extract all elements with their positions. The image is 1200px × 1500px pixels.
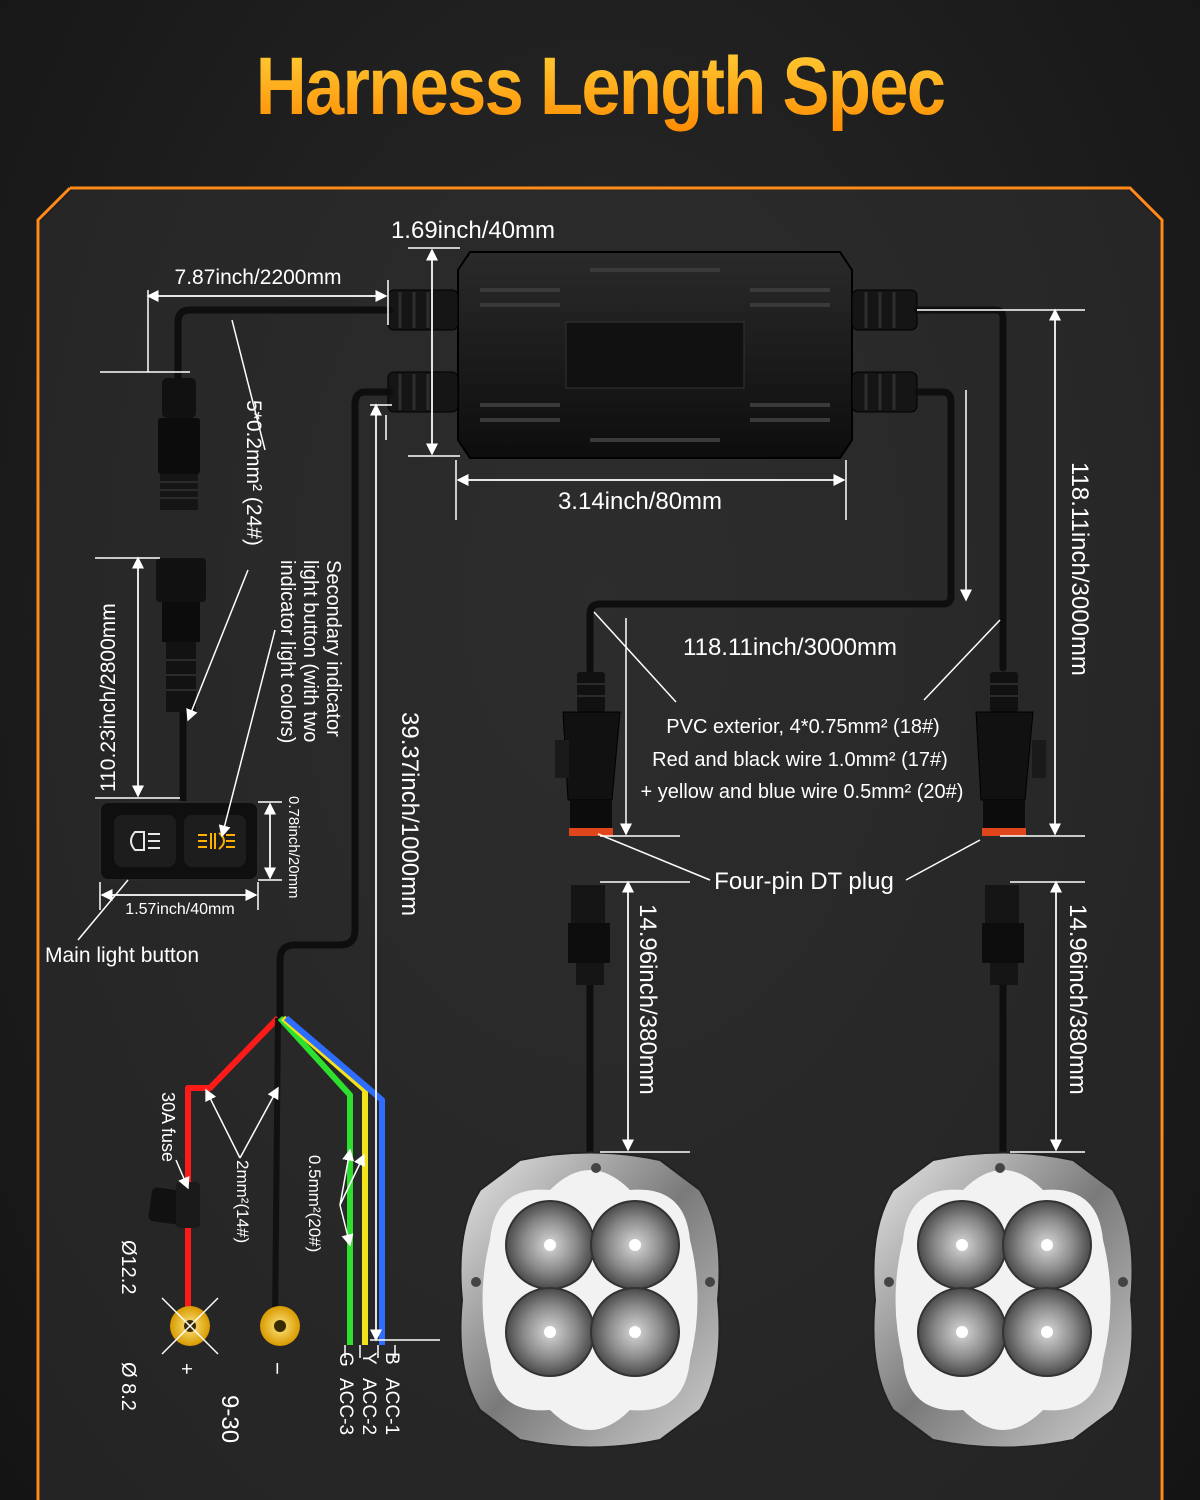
dim-power-lead: 39.37inch/1000mm — [396, 712, 423, 916]
dim-switch-height: 0.78inch/20mm — [285, 796, 302, 899]
light-pod-left — [459, 1151, 721, 1449]
acc-wire-g-label: ACC-3 — [335, 1378, 356, 1435]
control-box — [387, 251, 918, 459]
dim-pigtail-right: 14.96inch/380mm — [1064, 904, 1091, 1095]
acc-wire-y-code: Y — [358, 1352, 379, 1365]
acc-wire-b-label: ACC-1 — [381, 1378, 402, 1435]
dt-plug-right — [975, 672, 1046, 836]
dim-light-harness-vertical: 118.11inch/3000mm — [1066, 462, 1093, 676]
acc-wire-g-code: G — [335, 1352, 356, 1367]
blue-wire — [284, 1015, 385, 1345]
ring-large-label: Ø12.2 — [117, 1240, 139, 1294]
dim-control-box-width: 3.14inch/80mm — [558, 488, 722, 515]
black-cables — [174, 306, 1007, 1164]
secondary-button-label-3: indicator light colors) — [276, 560, 298, 743]
acc-wire-y-label: ACC-2 — [358, 1378, 379, 1435]
secondary-button-label-2: light button (with two — [299, 560, 321, 742]
pvc-spec-line-3: + yellow and blue wire 0.5mm² (20#) — [641, 781, 964, 803]
secondary-button-label-1: Secondary indicator — [322, 560, 344, 737]
black-wire — [272, 1017, 281, 1326]
plus-label: + — [175, 1363, 197, 1375]
dim-switch-lead: 7.87inch/2200mm — [175, 266, 342, 289]
fuse-label: 30A fuse — [158, 1092, 178, 1162]
pvc-spec-line-2: Red and black wire 1.0mm² (17#) — [652, 749, 948, 771]
dim-switch-cable: 110.23inch/2800mm — [97, 603, 120, 792]
voltage-label: 9-30 — [216, 1395, 243, 1443]
fog-light-icon — [198, 832, 235, 850]
frame-border — [36, 186, 1164, 1500]
page-title: Harness Length Spec — [84, 40, 1116, 134]
wire-2mm-label: 2mm²(14#) — [233, 1160, 252, 1243]
main-button-label: Main light button — [45, 944, 199, 967]
switch-connector — [156, 378, 206, 712]
pigtail-plug-left — [568, 885, 610, 985]
fuse-holder — [148, 1182, 200, 1228]
headlight-icon — [130, 831, 160, 851]
dim-switch-width: 1.57inch/40mm — [125, 901, 234, 918]
red-wire — [185, 1015, 281, 1185]
switch-panel — [99, 801, 259, 881]
dim-light-harness: 118.11inch/3000mm — [683, 634, 897, 661]
ring-small-label: Ø 8.2 — [117, 1362, 139, 1411]
dim-pigtail-left: 14.96inch/380mm — [634, 904, 661, 1095]
green-wire — [277, 1015, 353, 1345]
acc-wire-b-code: B — [381, 1352, 402, 1365]
switch-wire-spec: 5*0.2mm² (24#) — [242, 400, 265, 546]
pvc-spec-line-1: PVC exterior, 4*0.75mm² (18#) — [666, 716, 939, 738]
light-pod-right — [872, 1151, 1134, 1449]
pigtail-plug-right — [982, 885, 1024, 985]
minus-label: − — [265, 1362, 290, 1375]
dt-plug-left — [555, 672, 621, 836]
dim-control-box-height: 1.69inch/40mm — [391, 217, 555, 244]
dimension-lines — [77, 247, 1085, 1342]
dt-plug-label: Four-pin DT plug — [714, 868, 894, 895]
wire-05mm-label: 0.5mm²(20#) — [305, 1155, 324, 1252]
